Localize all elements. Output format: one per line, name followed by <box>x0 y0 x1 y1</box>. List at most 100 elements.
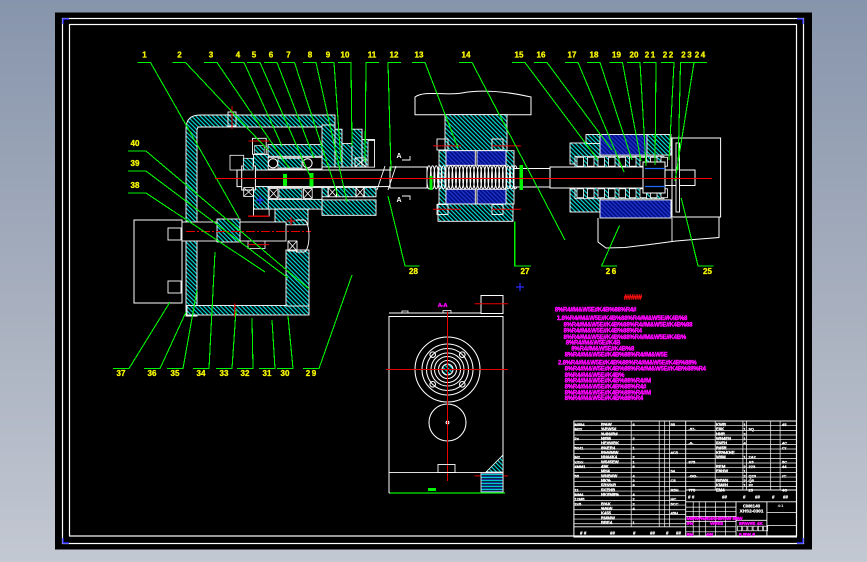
svg-text:10: 10 <box>341 51 350 60</box>
svg-text:40: 40 <box>131 139 140 148</box>
svg-text:4: 4 <box>633 506 636 511</box>
svg-text:HC: HC <box>671 497 677 502</box>
svg-text:N#55: N#55 <box>601 436 612 441</box>
svg-text:2: 2 <box>744 431 747 436</box>
svg-text:1: 1 <box>744 455 747 460</box>
svg-text:A: A <box>396 153 401 160</box>
svg-text:XHS2-0301: XHS2-0301 <box>740 508 764 513</box>
svg-text:44: 44 <box>782 464 787 469</box>
svg-text:5KEHB: 5KEHB <box>601 487 615 492</box>
svg-text:4: 4 <box>744 441 747 446</box>
svg-text:7: 7 <box>286 51 291 60</box>
svg-text:W#E8: W#E8 <box>710 521 723 527</box>
svg-text:K455: K455 <box>601 511 612 516</box>
svg-text:KWB: KWB <box>716 422 726 427</box>
svg-text:6: 6 <box>633 483 636 488</box>
svg-text:RMMW: RMMW <box>601 515 615 520</box>
svg-text:4C: 4C <box>782 487 787 492</box>
svg-text:2: 2 <box>633 455 636 460</box>
svg-text:E8HW: E8HW <box>716 469 728 474</box>
svg-text:25: 25 <box>749 487 754 492</box>
svg-text:4: 4 <box>236 51 241 60</box>
svg-text:NK#M8%: NK#M8% <box>601 492 619 497</box>
svg-text:4: 4 <box>633 492 636 497</box>
svg-text:16: 16 <box>537 51 546 60</box>
svg-text:##: ## <box>755 495 761 500</box>
svg-text:W545EW: W545EW <box>601 459 619 464</box>
svg-text:M8RW%#E4KH8RW# 8RW: M8RW%#E4KH8RW# 8RW <box>687 516 744 522</box>
svg-text:8%R4#M&W5E#K4B%88%R4: 8%R4#M&W5E#K4B%88%R4 <box>565 396 644 402</box>
svg-text:875: 875 <box>689 459 696 464</box>
svg-text:6: 6 <box>633 422 636 427</box>
svg-text:19: 19 <box>612 51 621 60</box>
svg-text:M22: M22 <box>575 427 584 432</box>
svg-text:KR%KHE: KR%KHE <box>716 450 735 455</box>
svg-text:2: 2 <box>633 478 636 483</box>
svg-text:2: 2 <box>744 473 747 478</box>
svg-text:-GG-: -GG- <box>689 473 699 478</box>
svg-text:2x: 2x <box>575 436 580 441</box>
svg-text:2: 2 <box>177 51 182 60</box>
svg-text:775: 775 <box>689 487 696 492</box>
svg-text:5C: 5C <box>782 459 787 464</box>
svg-text:2 2: 2 2 <box>663 51 674 60</box>
svg-text:1: 1 <box>142 51 147 60</box>
svg-text:A5: A5 <box>749 459 755 464</box>
svg-text:8: 8 <box>308 51 313 60</box>
svg-text:13: 13 <box>415 51 424 60</box>
svg-text:R#5R: R#5R <box>716 445 727 450</box>
svg-text:MM4: MM4 <box>575 492 585 497</box>
svg-text:8%R4#M&W5E#K4B%8: 8%R4#M&W5E#K4B%8 <box>571 347 635 353</box>
svg-text:#####: ##### <box>624 295 642 302</box>
svg-text:NN#4K4: NN#4K4 <box>601 455 618 460</box>
svg-text:##: ## <box>650 531 656 536</box>
svg-text:-0-: -0- <box>689 441 695 446</box>
svg-text:3: 3 <box>209 51 214 60</box>
svg-text:A-A: A-A <box>438 303 449 309</box>
svg-text:8%R4#M&W5E#K4B%88%R4#M&W5E: 8%R4#M&W5E#K4B%88%R4#M&W5E <box>565 353 668 359</box>
svg-text:M554: M554 <box>575 422 586 427</box>
svg-text:14: 14 <box>462 51 471 60</box>
svg-text:##: ## <box>783 495 789 500</box>
svg-text:8%R4#M&W5E#K4B%88%R4#M&W5E#K4B: 8%R4#M&W5E#K4B%88%R4#M&W5E#K4B%88 <box>564 323 694 329</box>
svg-text:1: 1 <box>744 483 747 488</box>
svg-text:CM6140: CM6140 <box>743 503 761 508</box>
svg-text:5%WMW: 5%WMW <box>601 450 618 455</box>
svg-text:35: 35 <box>171 369 180 378</box>
svg-text:Cr: Cr <box>782 445 787 450</box>
svg-text:R5H: R5H <box>671 487 679 492</box>
svg-text:9: 9 <box>326 51 331 60</box>
svg-text:4MM1: 4MM1 <box>575 464 587 469</box>
svg-text:25: 25 <box>703 267 712 276</box>
svg-text:55: 55 <box>575 473 580 478</box>
svg-text:5CC: 5CC <box>671 501 679 506</box>
svg-text:4C: 4C <box>782 441 787 446</box>
svg-text:2: 2 <box>744 478 747 483</box>
svg-text:1.8%R4#M&W5E#K4B%88%R4#M&W5E#K: 1.8%R4#M&W5E#K4B%88%R4#M&W5E#K4B%8 <box>557 316 688 322</box>
svg-text:2: 2 <box>633 497 636 502</box>
svg-text:#: # <box>743 495 746 500</box>
svg-text:8%R4#M&W5E#K4B%88%R4: 8%R4#M&W5E#K4B%88%R4 <box>564 329 643 335</box>
svg-text:45K: 45K <box>601 464 609 469</box>
svg-text:#: # <box>633 531 636 536</box>
svg-text:8%R4#M&W5E#K4B%88%R4#M: 8%R4#M&W5E#K4B%88%R4#M <box>565 379 652 385</box>
svg-text:1: 1 <box>744 427 747 432</box>
svg-text:32: 32 <box>749 483 754 488</box>
svg-text:54: 54 <box>671 469 676 474</box>
svg-text:rC: rC <box>782 473 787 478</box>
svg-text:11: 11 <box>575 487 580 492</box>
svg-text:2: 2 <box>633 436 636 441</box>
svg-text:#: # <box>772 495 775 500</box>
svg-text:M2: M2 <box>575 455 581 460</box>
svg-text:2 4: 2 4 <box>695 51 706 60</box>
svg-text:2 1: 2 1 <box>645 51 656 60</box>
svg-text:36: 36 <box>148 369 157 378</box>
svg-text:W8M: W8M <box>716 455 726 460</box>
svg-text:MH4: MH4 <box>601 469 611 474</box>
svg-text:B#WN: B#WN <box>716 478 728 483</box>
svg-text:WNB#W: WNB#W <box>601 473 617 478</box>
svg-text:WN4EN: WN4EN <box>716 436 731 441</box>
svg-text:4C5: 4C5 <box>671 450 679 455</box>
svg-text:BBE4: BBE4 <box>601 520 613 525</box>
svg-text:##: ## <box>676 531 682 536</box>
